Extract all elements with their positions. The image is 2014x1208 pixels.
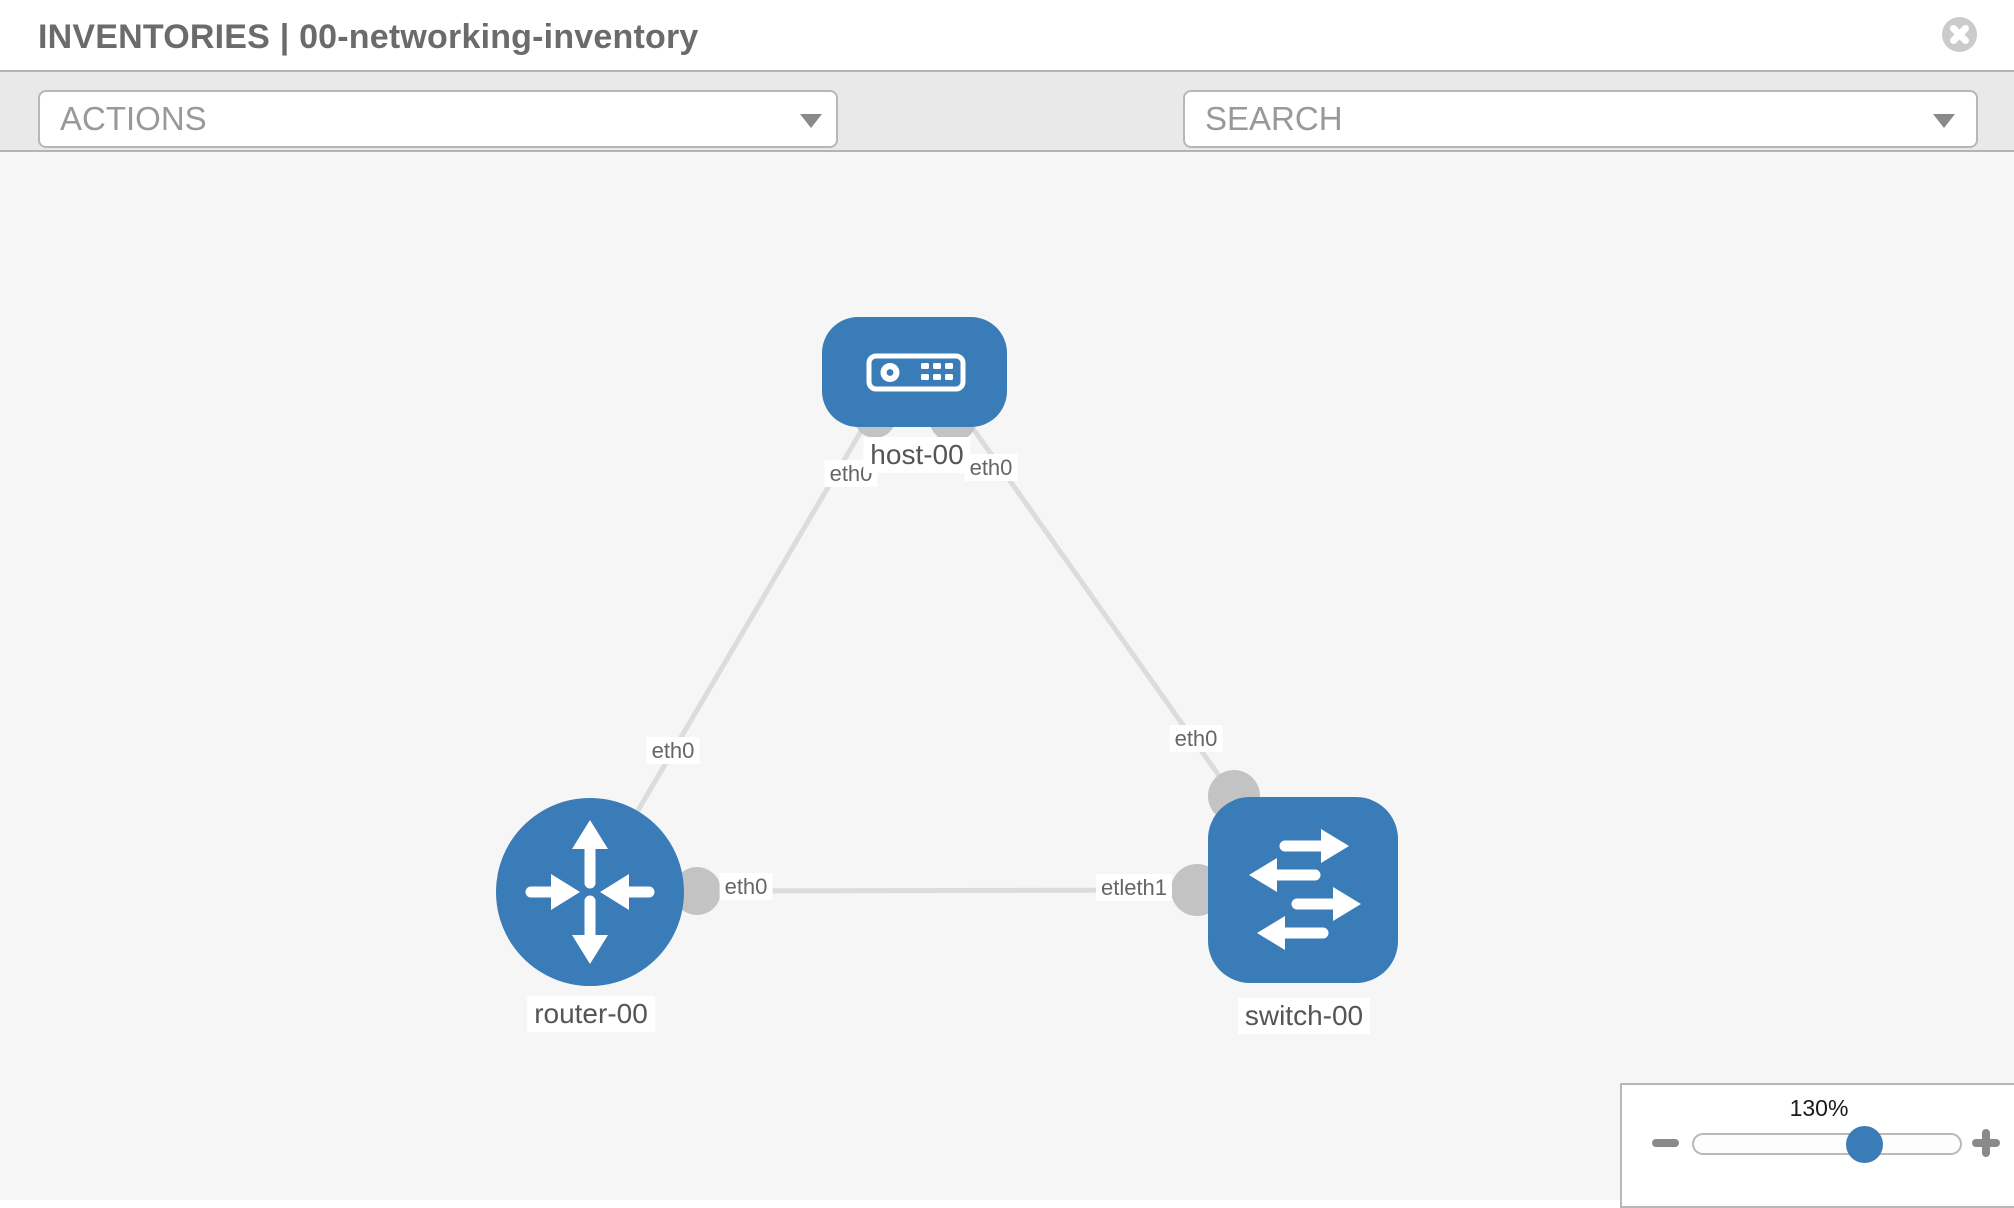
actions-dropdown-label: ACTIONS <box>60 100 207 137</box>
page-title: INVENTORIES | 00-networking-inventory <box>38 18 699 56</box>
search-placeholder: SEARCH <box>1205 100 1343 137</box>
actions-dropdown[interactable]: ACTIONS <box>38 90 838 148</box>
topology-graph <box>496 317 1398 986</box>
node-switch-00[interactable] <box>1208 797 1398 983</box>
zoom-percentage: 130% <box>1789 1095 1849 1121</box>
router-arrows-icon <box>525 820 655 964</box>
node-router-00[interactable] <box>496 798 684 986</box>
interface-label: eth0 <box>964 454 1018 482</box>
interface-label: eth0 <box>1169 725 1223 753</box>
node-label-router: router-00 <box>527 996 655 1033</box>
chevron-down-icon <box>1933 114 1955 128</box>
zoom-slider-track[interactable] <box>1692 1133 1962 1155</box>
interface-label: eth0 <box>646 737 700 765</box>
search-dropdown[interactable]: SEARCH <box>1183 90 1978 148</box>
switch-arrows-icon <box>1249 829 1361 950</box>
zoom-slider-thumb[interactable] <box>1846 1126 1883 1163</box>
zoom-out-minus-icon[interactable] <box>1652 1139 1679 1147</box>
server-icon <box>866 353 966 392</box>
zoom-control-panel: 130% <box>1620 1083 2014 1208</box>
zoom-in-plus-icon[interactable] <box>1972 1129 2000 1157</box>
chevron-down-icon <box>800 114 822 128</box>
close-icon <box>1950 25 1969 44</box>
interface-label: etleth1 <box>1095 874 1173 902</box>
node-label-host: host-00 <box>863 437 971 474</box>
close-button[interactable] <box>1942 17 1977 52</box>
header-bar: INVENTORIES | 00-networking-inventory <box>0 0 2014 70</box>
interface-label: eth0 <box>719 873 773 901</box>
topology-canvas[interactable] <box>0 152 2014 1200</box>
toolbar: ACTIONS SEARCH <box>0 70 2014 207</box>
port-router-eth0[interactable] <box>673 867 721 915</box>
node-label-switch: switch-00 <box>1237 998 1371 1035</box>
node-host-00[interactable] <box>822 317 1007 427</box>
